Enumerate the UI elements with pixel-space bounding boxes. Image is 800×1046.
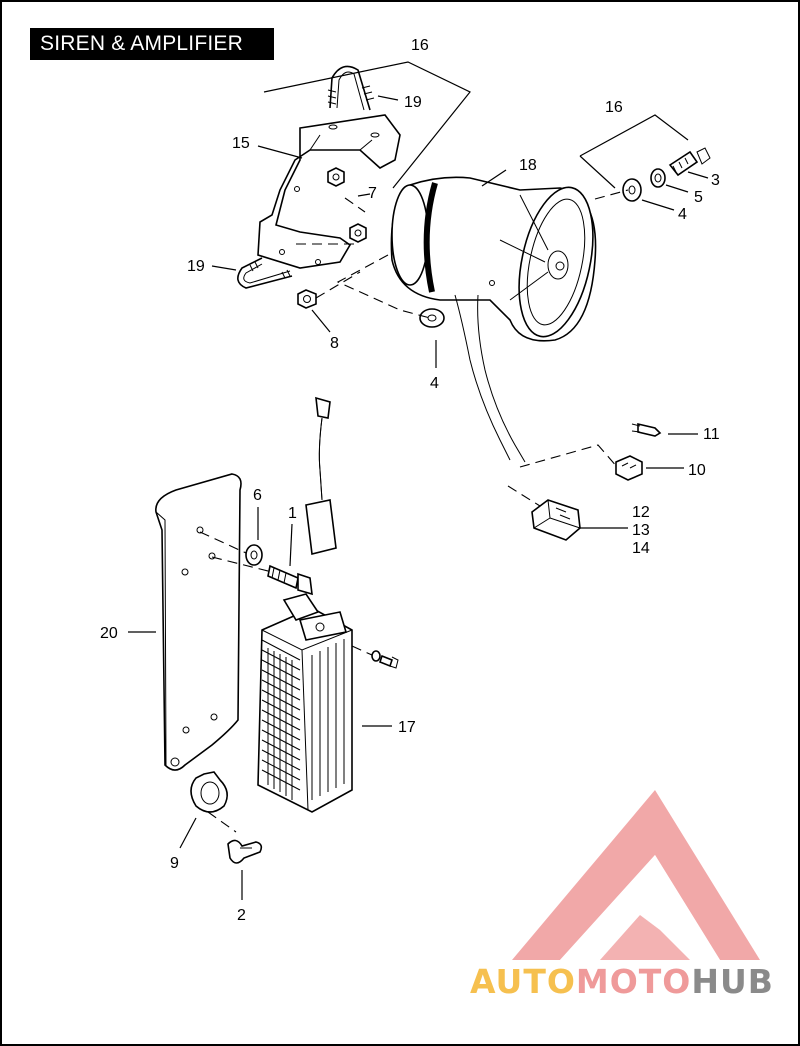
callouts: 16 19 15 7 19 8 4 18 16 3 5 4 11 10 12 1… xyxy=(100,37,720,924)
callout-11: 11 xyxy=(703,426,720,443)
callout-15: 15 xyxy=(232,135,250,152)
leader-lines xyxy=(128,61,709,900)
lock-washer-5 xyxy=(650,168,666,188)
watermark-text: AUTOMOTOHUB xyxy=(470,962,794,1006)
callout-14: 14 xyxy=(632,540,650,557)
callout-13: 13 xyxy=(632,522,650,539)
watermark-part-moto: MOTO xyxy=(575,962,692,1001)
bolt-1 xyxy=(267,564,313,596)
assembly-lines xyxy=(199,189,629,833)
u-bolt-top xyxy=(327,65,375,111)
amplifier-lead xyxy=(305,396,337,555)
wing-bolt-2 xyxy=(227,839,263,864)
nut-7a xyxy=(327,167,345,187)
callout-20: 20 xyxy=(100,625,118,642)
bolt-3 xyxy=(668,147,711,177)
connector-10 xyxy=(615,455,643,481)
callout-8: 8 xyxy=(330,335,339,352)
callout-7: 7 xyxy=(368,185,377,202)
callout-19-top: 19 xyxy=(404,94,422,111)
terminal-11 xyxy=(631,422,662,437)
callout-12: 12 xyxy=(632,504,650,521)
mounting-plate xyxy=(155,473,242,771)
flat-washer-4b xyxy=(419,308,445,328)
callout-9: 9 xyxy=(170,855,179,872)
diagram-title: SIREN & AMPLIFIER xyxy=(30,28,274,60)
watermark-part-hub: HUB xyxy=(691,962,774,1001)
washer-6 xyxy=(245,544,263,566)
watermark-part-auto: AUTO xyxy=(470,962,576,1001)
callout-3: 3 xyxy=(711,172,720,189)
callout-1: 1 xyxy=(288,505,297,522)
u-bolt-bottom xyxy=(237,257,293,289)
callout-10: 10 xyxy=(688,462,706,479)
callout-2: 2 xyxy=(237,907,246,924)
amplifier-unit xyxy=(257,593,353,813)
callout-6: 6 xyxy=(253,487,262,504)
amplifier-screw xyxy=(371,650,399,669)
callout-16-top: 16 xyxy=(411,37,429,54)
callout-4-right: 4 xyxy=(678,206,687,223)
callout-16-right: 16 xyxy=(605,99,623,116)
callout-4-bottom: 4 xyxy=(430,375,439,392)
callout-5: 5 xyxy=(694,189,703,206)
siren-horn xyxy=(390,176,597,342)
mounting-bracket xyxy=(257,114,401,269)
clamp-9 xyxy=(190,771,228,813)
watermark-logo xyxy=(512,790,760,960)
flat-washer-4a xyxy=(622,178,642,202)
callout-18: 18 xyxy=(519,157,537,174)
callout-19-bottom: 19 xyxy=(187,258,205,275)
callout-17: 17 xyxy=(398,719,416,736)
nut-8 xyxy=(297,289,317,309)
siren-wires xyxy=(454,294,526,463)
nut-7b xyxy=(349,223,367,243)
